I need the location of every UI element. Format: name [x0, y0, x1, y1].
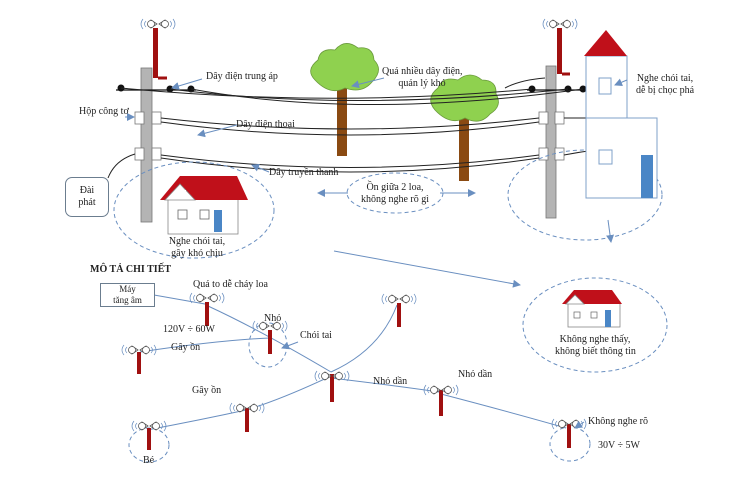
detail-speakers [121, 292, 587, 432]
pole-left [140, 18, 176, 223]
label-too-many-wires: Quá nhiều dây điện, quản lý khó [382, 66, 463, 89]
label-noise-line2: không nghe rõ gì [360, 193, 430, 205]
label-left-harsh-line1: Nghe chói tai, [168, 236, 226, 247]
section-title-detail: MÔ TẢ CHI TIẾT [90, 264, 172, 275]
amplifier-line2: tăng âm [113, 294, 142, 305]
label-noisy-2: Gây ồn [192, 385, 222, 396]
label-noise-line1: Ồn giữa 2 loa, [366, 182, 424, 193]
label-medium-voltage-wire: Dây điện trung áp [206, 71, 278, 82]
broadcast-station-line2: phát [78, 197, 96, 208]
broadcast-station-line1: Đài [79, 185, 95, 196]
house-left [160, 176, 248, 235]
callout-arrows-top [125, 77, 628, 288]
label-broadcast-wire: Dây truyền thanh [269, 167, 339, 178]
tree-right [430, 74, 499, 181]
pole-right [542, 18, 578, 219]
detail-wires [139, 294, 567, 431]
label-noise-between-speakers: Ồn giữa 2 loa, không nghe rõ gì [353, 182, 437, 205]
label-cannot-hear: Không nghe thấy, không biết thông tin [555, 334, 636, 357]
house-bottom-right [562, 290, 622, 328]
label-120v: 120V ÷ 60W [163, 324, 215, 335]
label-right-harsh-line1: Nghe chói tai, [636, 73, 694, 84]
overhead-wires [107, 77, 596, 179]
detail-poles [137, 302, 571, 450]
detail-callouts [281, 341, 585, 429]
label-cannot-hear-line2: không biết thông tin [555, 345, 636, 357]
label-small-1: Nhỏ [264, 313, 282, 324]
label-cannot-hear-line1: Không nghe thấy, [559, 334, 631, 345]
label-right-harsh-line2: dễ bị chọc phá [635, 84, 695, 96]
label-quiet: Bé [143, 455, 155, 466]
building-right [584, 30, 658, 199]
amplifier-box: Máy tăng âm [100, 283, 155, 307]
label-noisy-1: Gây ồn [171, 342, 201, 353]
label-unclear: Không nghe rõ [588, 416, 648, 427]
label-left-harsh-line2: gây khó chịu [171, 247, 223, 259]
label-left-harsh: Nghe chói tai, gây khó chịu [157, 236, 237, 259]
label-meter-box: Hộp công tơ [79, 106, 129, 117]
broadcast-station-box: Đài phát [65, 177, 109, 217]
label-right-harsh: Nghe chói tai, dễ bị chọc phá [626, 73, 704, 96]
amplifier-line1: Máy [119, 284, 136, 294]
tree-left [310, 43, 379, 156]
label-harsh: Chói tai [300, 330, 332, 341]
label-fading-1: Nhỏ dần [373, 376, 408, 387]
label-fading-2: Nhỏ dần [458, 369, 493, 380]
label-30v: 30V ÷ 5W [598, 440, 640, 451]
label-too-loud: Quá to dễ cháy loa [193, 279, 268, 290]
label-too-many-wires-line2: quản lý khó [398, 77, 446, 89]
label-too-many-wires-line1: Quá nhiều dây điện, [382, 66, 463, 77]
label-telephone-wire: Dây điện thoại [236, 119, 295, 130]
